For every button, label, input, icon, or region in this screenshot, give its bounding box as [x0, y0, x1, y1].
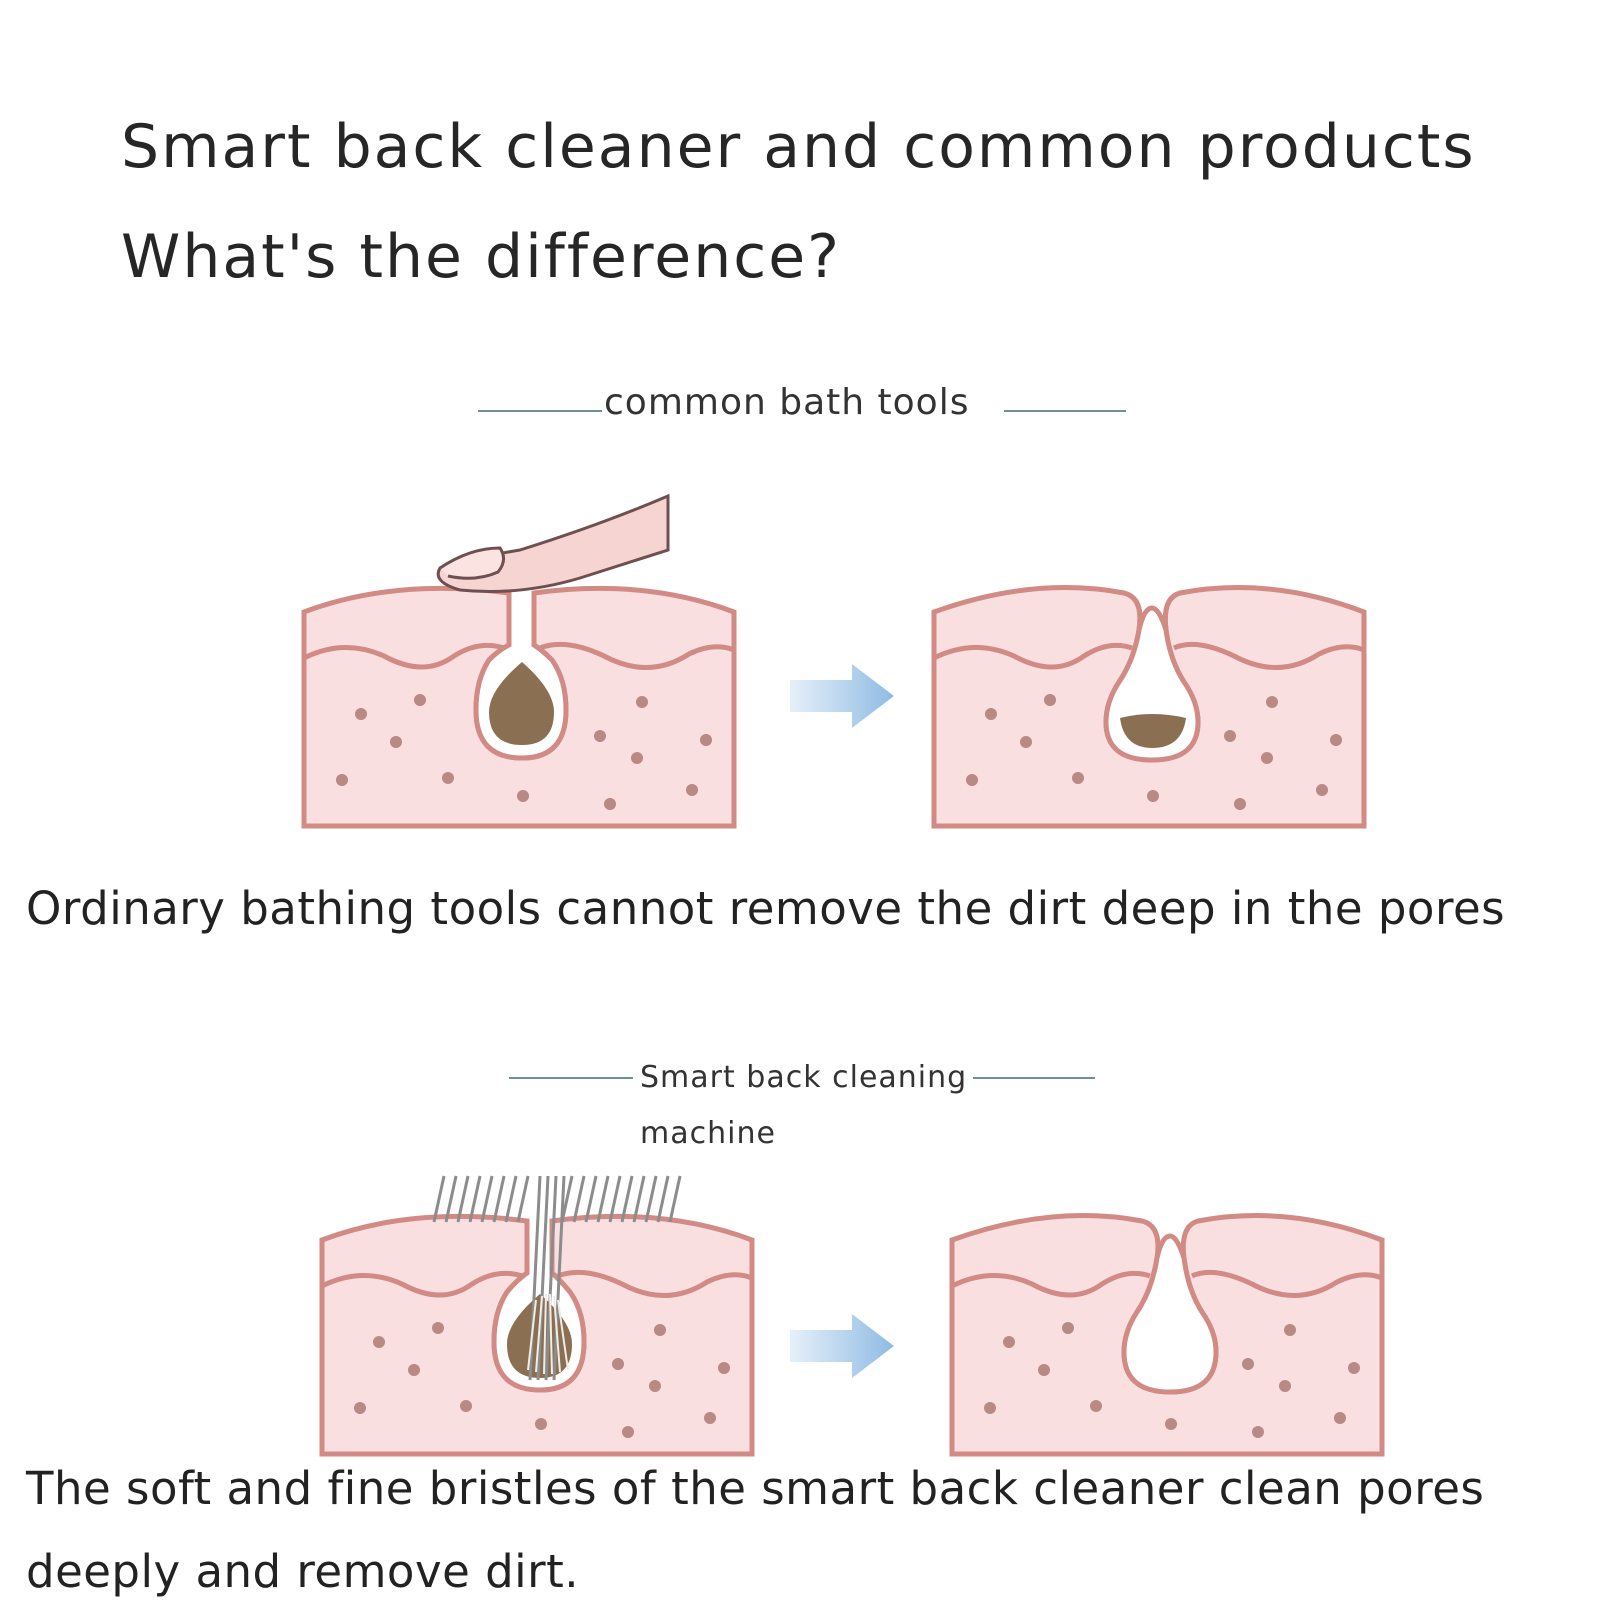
skin-dirty-pore	[301, 585, 737, 829]
bristles-icon	[432, 1175, 682, 1381]
section-smart-caption-line1: The soft and fine bristles of the smart …	[26, 1462, 1485, 1515]
section-common-label: common bath tools	[604, 382, 970, 423]
skin-partial-clean-pore	[931, 585, 1367, 829]
section-common-caption: Ordinary bathing tools cannot remove the…	[26, 882, 1506, 935]
section-smart-label: Smart back cleaning machine	[640, 1050, 967, 1162]
arrow-right-icon	[790, 1314, 894, 1378]
page-title-line1: Smart back cleaner and common products	[121, 112, 1476, 182]
section-common-rule-left	[478, 410, 602, 412]
page-title-line2: What's the difference?	[121, 222, 841, 292]
finger-icon	[436, 493, 670, 593]
bristles-in-pore	[527, 1293, 569, 1375]
section-smart-caption-line2: deeply and remove dirt.	[26, 1545, 580, 1598]
section-smart-rule-left	[509, 1077, 633, 1079]
skin-clean-pore	[949, 1213, 1385, 1457]
section-smart-rule-right	[973, 1077, 1095, 1079]
section-smart-label-line2: machine	[640, 1116, 776, 1151]
section-smart-label-line1: Smart back cleaning	[640, 1060, 968, 1095]
section-common-rule-right	[1004, 410, 1126, 412]
arrow-right-icon	[790, 664, 894, 728]
